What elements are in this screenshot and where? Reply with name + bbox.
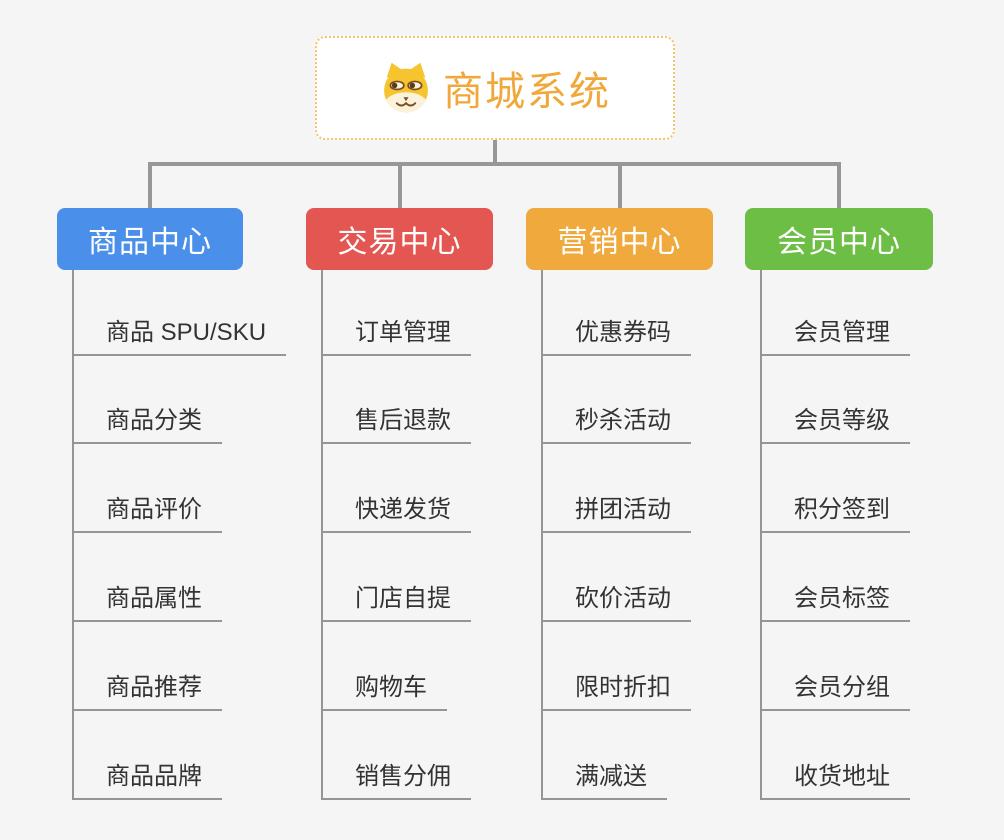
leaf-node[interactable]: 秒杀活动 — [541, 396, 691, 444]
leaf-node[interactable]: 门店自提 — [321, 574, 471, 622]
leaf-node[interactable]: 优惠券码 — [541, 308, 691, 356]
root-node[interactable]: 商城系统 — [315, 36, 675, 140]
leaf-node[interactable]: 商品分类 — [72, 396, 222, 444]
leaf-node[interactable]: 收货地址 — [760, 752, 910, 800]
leaf-node[interactable]: 会员等级 — [760, 396, 910, 444]
leaf-node[interactable]: 商品属性 — [72, 574, 222, 622]
leaf-node[interactable]: 订单管理 — [321, 308, 471, 356]
leaf-node[interactable]: 商品 SPU/SKU — [72, 308, 287, 356]
branch-node-member[interactable]: 会员中心 — [745, 208, 933, 270]
leaf-node[interactable]: 砍价活动 — [541, 574, 691, 622]
leaf-node[interactable]: 拼团活动 — [541, 485, 691, 533]
leaf-node[interactable]: 限时折扣 — [541, 663, 691, 711]
leaf-node[interactable]: 销售分佣 — [321, 752, 471, 800]
branch-node-trade[interactable]: 交易中心 — [306, 208, 493, 270]
leaf-node[interactable]: 商品评价 — [72, 485, 222, 533]
leaf-node[interactable]: 购物车 — [321, 663, 447, 711]
leaf-node[interactable]: 会员分组 — [760, 663, 910, 711]
branch-label: 商品中心 — [88, 226, 212, 259]
branch-label: 营销中心 — [557, 226, 682, 259]
leaf-node[interactable]: 快递发货 — [321, 485, 471, 533]
branch-node-product[interactable]: 商品中心 — [57, 208, 243, 270]
leaf-node[interactable]: 会员管理 — [760, 308, 910, 356]
leaf-node[interactable]: 商品推荐 — [72, 663, 222, 711]
branch-label: 会员中心 — [777, 226, 901, 259]
leaf-node[interactable]: 售后退款 — [321, 396, 471, 444]
leaf-node[interactable]: 会员标签 — [760, 574, 910, 622]
branch-node-marketing[interactable]: 营销中心 — [526, 208, 713, 270]
branch-label: 交易中心 — [337, 226, 462, 259]
leaf-node[interactable]: 商品品牌 — [72, 752, 222, 800]
leaf-node[interactable]: 积分签到 — [760, 485, 910, 533]
root-title: 商城系统 — [443, 70, 611, 114]
leaf-node[interactable]: 满减送 — [541, 752, 667, 800]
shiba-dog-icon — [384, 62, 428, 113]
